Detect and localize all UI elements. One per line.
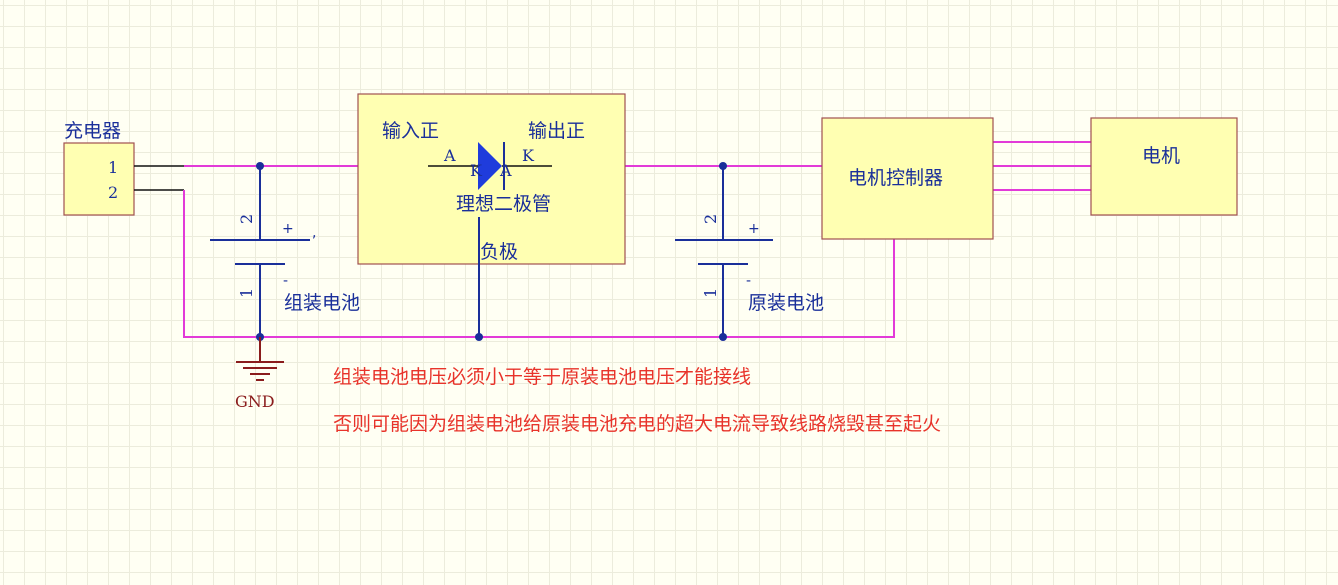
assembled-battery-symbol	[210, 166, 310, 337]
junction-dot	[719, 162, 727, 170]
diode-negative-label: 负极	[480, 241, 518, 263]
charger-pin-2: 2	[108, 183, 118, 202]
diode-output-label: 输出正	[528, 120, 585, 142]
ideal-diode-block	[357, 93, 626, 265]
assembled-battery-plus: +	[282, 221, 294, 237]
warning-note-2: 否则可能因为组装电池给原装电池充电的超大电流导致线路烧毁甚至起火	[333, 413, 941, 435]
junction-dot	[719, 333, 727, 341]
diode-input-label: 输入正	[382, 120, 439, 142]
original-battery-pin-bottom: 1	[701, 288, 720, 298]
ground-label: GND	[235, 392, 275, 411]
original-battery-label: 原装电池	[748, 292, 824, 314]
diode-inner-k: K	[470, 161, 483, 180]
charger-pin-1: 1	[108, 158, 118, 177]
motor-label: 电机	[1142, 145, 1180, 167]
original-battery-pin-top: 2	[701, 214, 720, 224]
original-battery-minus: -	[746, 273, 751, 289]
diode-anode-label: A	[443, 146, 456, 165]
diode-inner-a: A	[499, 161, 512, 180]
motor-controller-label: 电机控制器	[848, 167, 943, 189]
diode-cathode-label: K	[522, 146, 535, 165]
ground-icon	[236, 337, 284, 381]
charger-block	[63, 142, 135, 216]
motor-block	[1090, 117, 1238, 216]
assembled-battery-label: 组装电池	[284, 292, 360, 314]
warning-note-1: 组装电池电压必须小于等于原装电池电压才能接线	[333, 366, 751, 388]
charger-label: 充电器	[64, 120, 121, 142]
original-battery-plus: +	[748, 221, 760, 237]
assembled-battery-minus: -	[283, 273, 288, 289]
assembled-battery-mark: ,	[312, 225, 316, 241]
assembled-battery-pin-bottom: 1	[237, 288, 256, 298]
assembled-battery-pin-top: 2	[237, 214, 256, 224]
original-battery-symbol	[675, 166, 773, 337]
junction-dot	[256, 162, 264, 170]
diode-name-label: 理想二极管	[456, 193, 551, 215]
diode-triangle-icon	[478, 142, 502, 190]
wire-ground-return	[183, 190, 895, 338]
motor-controller-block	[821, 117, 994, 240]
junction-dot	[475, 333, 483, 341]
